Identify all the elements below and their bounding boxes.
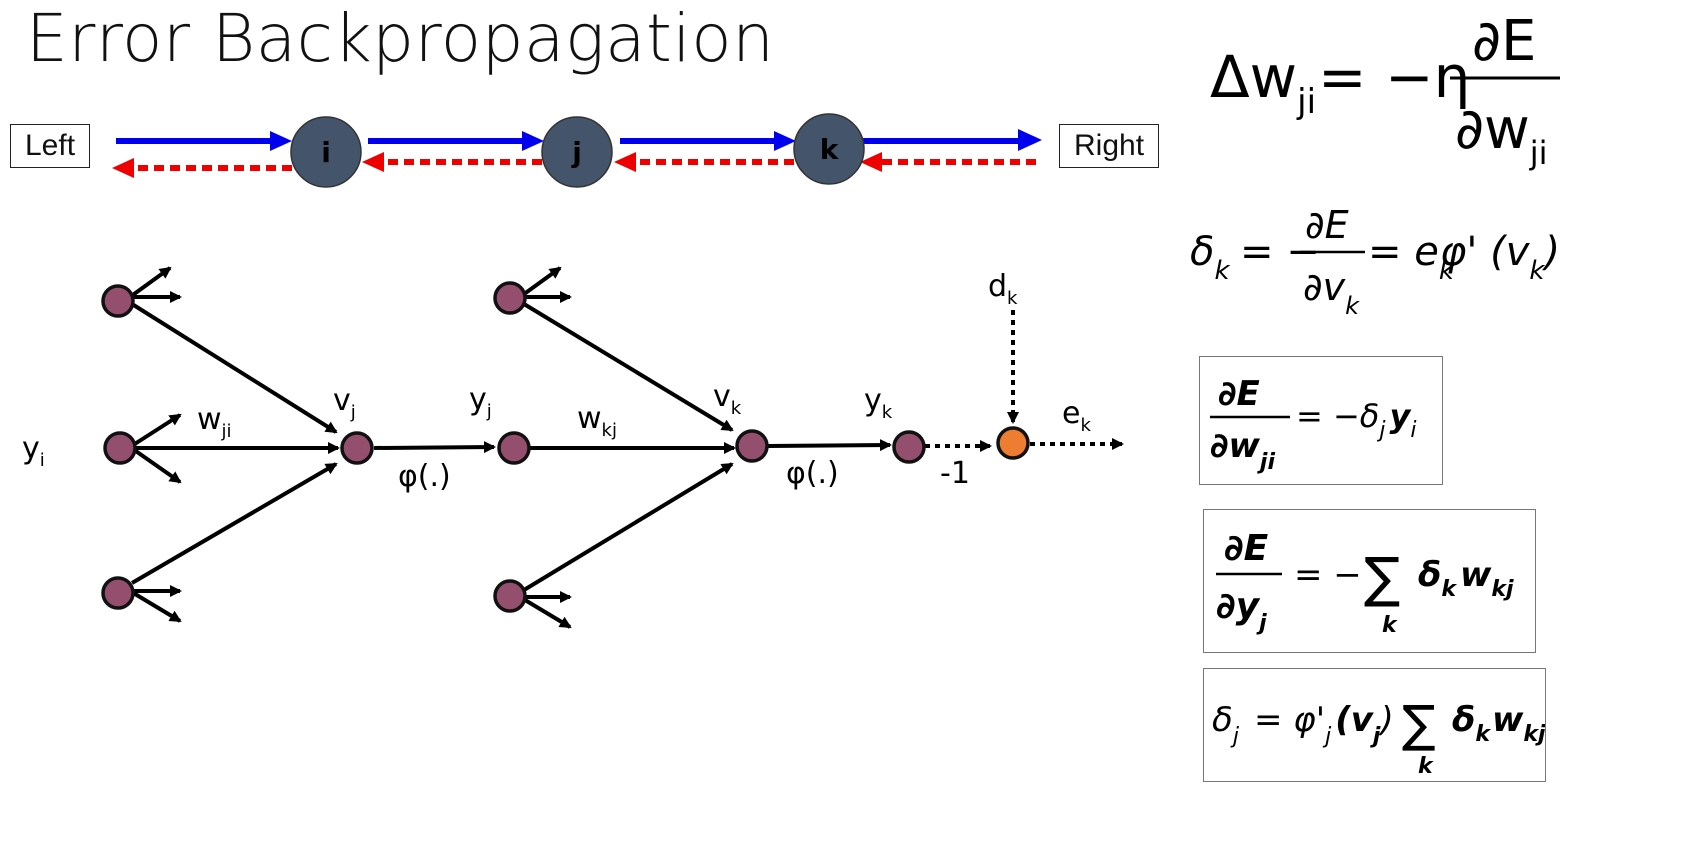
right-label-box: Right bbox=[1059, 124, 1160, 168]
chain-node-i-label: i bbox=[321, 136, 331, 169]
label-ek: ek bbox=[1062, 396, 1091, 436]
svg-text:k: k bbox=[1382, 613, 1398, 638]
network-edges bbox=[128, 266, 892, 629]
error-connections bbox=[925, 310, 1124, 452]
label-minus-one: -1 bbox=[940, 456, 970, 491]
neurons bbox=[101, 281, 926, 613]
formula-box-delta-j: δj = φ'j(vj) ∑ k δkwkj bbox=[1203, 668, 1546, 782]
svg-text:∂wji: ∂wji bbox=[1455, 97, 1548, 172]
forward-arrows bbox=[116, 129, 1042, 151]
chain-node-j bbox=[541, 116, 613, 188]
svg-text:φ' (vk): φ' (vk) bbox=[1440, 229, 1560, 286]
slide-title: Error Backpropagation bbox=[26, 0, 775, 77]
svg-text:δj: δj bbox=[1212, 700, 1240, 749]
backward-arrows bbox=[112, 152, 1036, 178]
svg-text:∂vk: ∂vk bbox=[1303, 265, 1360, 320]
svg-text:∑: ∑ bbox=[1402, 695, 1436, 753]
label-phi-1: φ(.) bbox=[398, 459, 451, 494]
svg-text:δkwkj: δkwkj bbox=[1452, 700, 1545, 747]
label-dk: dk bbox=[988, 269, 1018, 309]
label-wji: wji bbox=[197, 402, 232, 442]
label-yi: yi bbox=[22, 431, 45, 471]
svg-text:∂wji: ∂wji bbox=[1210, 426, 1275, 475]
label-yj: yj bbox=[469, 382, 492, 422]
left-label-box: Left bbox=[10, 124, 91, 168]
svg-text:δk: δk bbox=[1190, 229, 1230, 286]
svg-text:∂yj: ∂yj bbox=[1216, 586, 1267, 636]
chain-node-k-label: k bbox=[820, 133, 840, 166]
label-vj: vj bbox=[333, 383, 356, 423]
svg-text:∑: ∑ bbox=[1364, 546, 1400, 609]
label-vk: vk bbox=[713, 379, 742, 419]
svg-text:k: k bbox=[1418, 754, 1434, 779]
svg-text:∂E: ∂E bbox=[1305, 203, 1349, 247]
label-yk: yk bbox=[864, 383, 893, 423]
chain-node-i bbox=[290, 116, 362, 188]
svg-text:= −: = − bbox=[1294, 555, 1362, 595]
svg-text:= φ'j(vj): = φ'j(vj) bbox=[1254, 700, 1394, 749]
formula-delta-k: δk = − ∂E ∂vk = ek φ' (vk) bbox=[1190, 203, 1560, 320]
svg-text:= −η: = −η bbox=[1318, 43, 1470, 111]
label-phi-2: φ(.) bbox=[786, 456, 839, 491]
svg-text:∂E: ∂E bbox=[1218, 374, 1260, 414]
svg-text:= ek: = ek bbox=[1368, 229, 1455, 286]
chain-node-k bbox=[793, 113, 865, 185]
formula-delta-w: Δwji = −η ∂E ∂wji bbox=[1210, 9, 1560, 172]
svg-text:∂E: ∂E bbox=[1224, 528, 1269, 569]
label-wkj: wkj bbox=[577, 401, 617, 441]
error-node bbox=[996, 426, 1030, 460]
svg-text:∂E: ∂E bbox=[1472, 9, 1536, 74]
svg-text:Δwji: Δwji bbox=[1210, 43, 1316, 122]
formula-delta-j: δj = φ'j(vj) ∑ k δkwkj bbox=[1212, 695, 1546, 779]
svg-text:δkwkj: δkwkj bbox=[1418, 555, 1514, 602]
chain-node-j-label: j bbox=[571, 136, 582, 169]
